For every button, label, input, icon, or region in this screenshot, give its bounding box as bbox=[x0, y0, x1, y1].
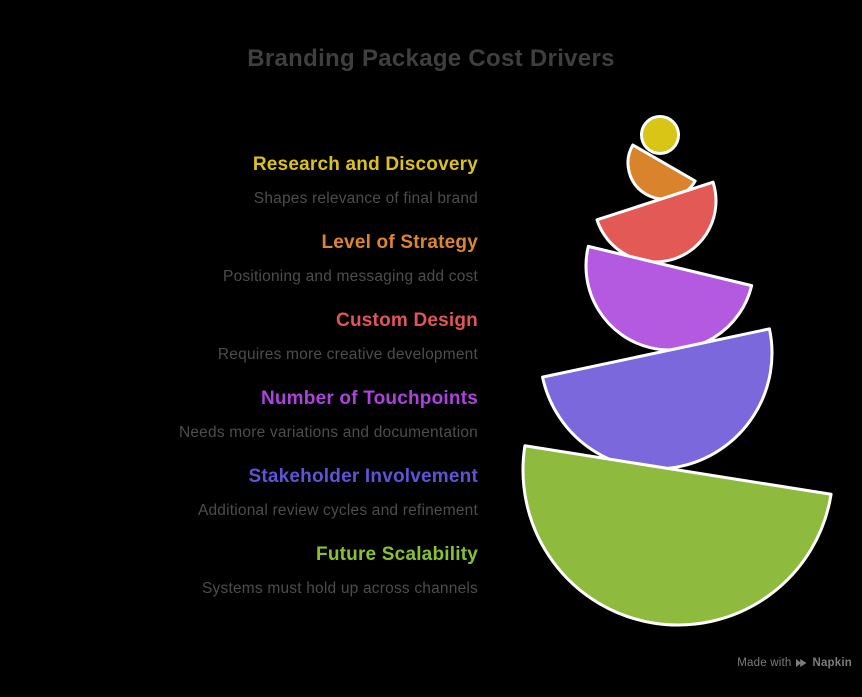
item-label-scalability: Future Scalability bbox=[316, 544, 478, 565]
badge-prefix: Made with bbox=[737, 657, 792, 669]
item-label-strategy: Level of Strategy bbox=[321, 232, 478, 253]
item-desc-research: Shapes relevance of final brand bbox=[253, 190, 478, 207]
item-label-touchpoints: Number of Touchpoints bbox=[260, 388, 478, 409]
cost-driver-item: Research and Discovery Shapes relevance … bbox=[0, 153, 478, 231]
cost-driver-item: Stakeholder Involvement Additional revie… bbox=[0, 465, 478, 543]
badge-brand: Napkin bbox=[812, 657, 852, 669]
cost-driver-item: Future Scalability Systems must hold up … bbox=[0, 543, 478, 621]
item-desc-strategy: Positioning and messaging add cost bbox=[223, 268, 478, 285]
stakeholder-bowl bbox=[541, 327, 774, 471]
napkin-logo-icon bbox=[796, 659, 807, 667]
item-desc-scalability: Systems must hold up across channels bbox=[202, 580, 478, 597]
custom-design-bowl bbox=[595, 180, 718, 264]
touchpoints-bowl bbox=[584, 244, 754, 352]
item-label-research: Research and Discovery bbox=[252, 154, 478, 175]
item-label-stakeholder: Stakeholder Involvement bbox=[248, 466, 478, 487]
cost-driver-item: Level of Strategy Positioning and messag… bbox=[0, 231, 478, 309]
cost-driver-list: Research and Discovery Shapes relevance … bbox=[0, 153, 478, 621]
item-desc-design: Requires more creative development bbox=[217, 346, 478, 363]
research-circle bbox=[640, 115, 680, 155]
item-label-design: Custom Design bbox=[336, 310, 478, 331]
napkin-badge: Made with Napkin bbox=[737, 657, 852, 669]
page-title: Branding Package Cost Drivers bbox=[247, 45, 615, 72]
scalability-bowl bbox=[521, 444, 833, 627]
cost-driver-item: Number of Touchpoints Needs more variati… bbox=[0, 387, 478, 465]
item-desc-stakeholder: Additional review cycles and refinement bbox=[197, 502, 478, 519]
cost-driver-item: Custom Design Requires more creative dev… bbox=[0, 309, 478, 387]
item-desc-touchpoints: Needs more variations and documentation bbox=[178, 424, 478, 441]
